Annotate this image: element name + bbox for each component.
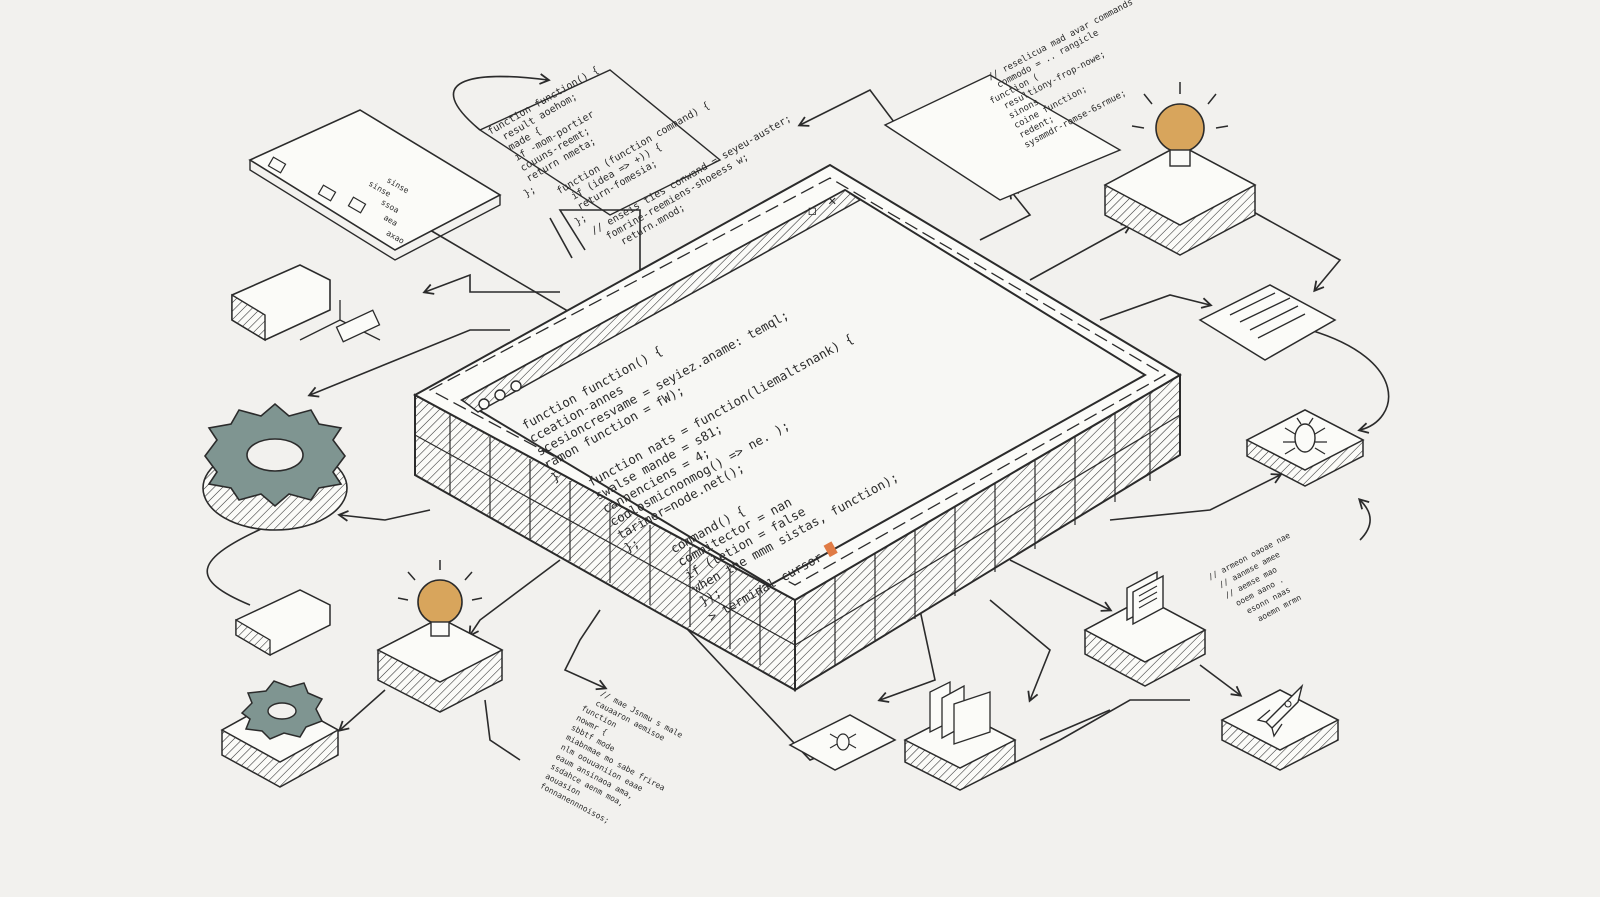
lightbulb-icon bbox=[1103, 82, 1257, 256]
window-dot bbox=[494, 389, 506, 401]
file-tree-icon: sinse sinse ssoa aea axao bbox=[248, 109, 502, 261]
connector-pipe bbox=[999, 699, 1190, 771]
window-dot bbox=[510, 380, 522, 392]
document-icon bbox=[1083, 570, 1207, 687]
note-line: }; bbox=[522, 184, 538, 200]
folder-icon bbox=[231, 264, 381, 343]
arrow-icon bbox=[337, 689, 386, 732]
code-note-lower-right: // armeon oaoae nae // aanmse amee // ae… bbox=[1207, 531, 1303, 624]
arrow-icon bbox=[797, 88, 901, 131]
gear-icon bbox=[202, 402, 348, 531]
files-stack-icon bbox=[903, 680, 1017, 791]
folder-icon bbox=[235, 589, 331, 657]
arrow-icon bbox=[989, 599, 1051, 703]
arrow-icon bbox=[979, 187, 1032, 241]
bug-icon bbox=[1245, 409, 1365, 487]
arrow-icon bbox=[1009, 559, 1113, 612]
window-close-icon[interactable]: ✕ bbox=[828, 193, 836, 209]
code-note-bottom: // mae Jsnmu s male cauaaron aemisoe fun… bbox=[539, 689, 685, 826]
arrow-icon bbox=[1029, 223, 1133, 281]
connectors bbox=[206, 73, 1390, 771]
connector-pipe bbox=[206, 524, 271, 606]
window-dot bbox=[478, 398, 490, 410]
arrow-icon bbox=[1357, 497, 1371, 541]
connector-pipe bbox=[549, 217, 573, 259]
arrow-icon bbox=[422, 273, 560, 295]
code-line: }; bbox=[622, 535, 642, 555]
connector-pipe bbox=[558, 209, 641, 270]
arrow-icon bbox=[452, 73, 551, 131]
arrow-icon bbox=[1109, 473, 1283, 521]
bug-icon bbox=[788, 714, 897, 771]
arrow-icon bbox=[337, 509, 431, 522]
arrow-icon bbox=[1199, 664, 1243, 697]
central-code-block: ◻ ✕ function function() { cceation-annes… bbox=[412, 163, 1182, 692]
arrow-icon bbox=[307, 329, 510, 398]
note-line: // reselicua mad avar commands bbox=[987, 0, 1135, 83]
code-note-right: // reselicua mad avar commands commodo =… bbox=[883, 0, 1135, 201]
note-line: }; bbox=[573, 213, 589, 229]
arrow-icon bbox=[468, 559, 561, 638]
arrow-icon bbox=[1249, 209, 1342, 293]
arrow-icon bbox=[877, 609, 936, 703]
connector-pipe bbox=[484, 699, 521, 761]
window-maximize-icon[interactable]: ◻ bbox=[808, 203, 816, 219]
connector-pipe bbox=[1039, 709, 1111, 741]
terminal-cursor bbox=[823, 541, 838, 558]
editor-titlebar bbox=[460, 189, 862, 413]
arrow-icon bbox=[563, 609, 608, 691]
arrow-icon bbox=[1099, 294, 1213, 321]
gear-icon bbox=[220, 680, 340, 788]
rocket-icon bbox=[1220, 683, 1340, 771]
code-editor-window-icon: ◻ ✕ function function() { cceation-annes… bbox=[459, 188, 1147, 624]
arrow-icon bbox=[1309, 329, 1390, 434]
document-icon bbox=[1198, 284, 1337, 361]
lightbulb-icon bbox=[376, 560, 504, 713]
